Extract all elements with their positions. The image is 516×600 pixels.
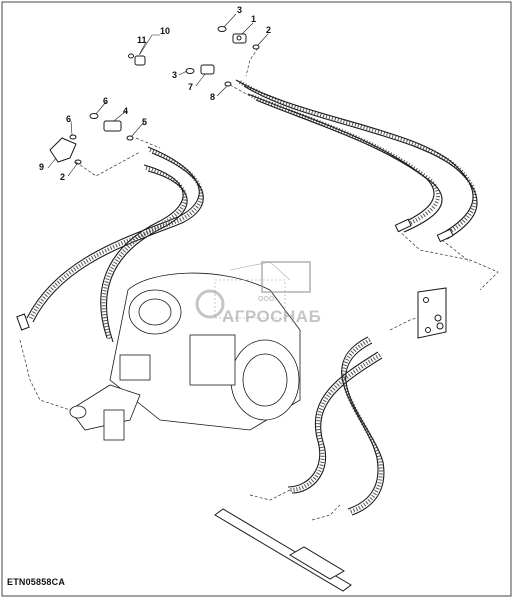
callout-11: 11 (137, 35, 147, 45)
hose-end-fitting-b (436, 228, 454, 243)
callout-3-top: 3 (237, 5, 242, 15)
hoses (16, 79, 478, 516)
o-ring-8 (224, 81, 232, 87)
callout-10: 10 (160, 26, 170, 36)
plug-11 (134, 55, 146, 66)
watermark-prefix: ООО (258, 296, 275, 303)
callout-2-left: 2 (60, 172, 65, 182)
o-ring-6-left (69, 134, 77, 140)
callout-1: 1 (251, 14, 256, 24)
hose-upper-right-2 (251, 94, 440, 230)
o-ring-2-top (252, 44, 260, 50)
hose-left-1 (28, 148, 204, 321)
hose-lower-1 (289, 353, 382, 492)
callout-labels: 3 1 2 10 11 3 7 8 6 4 5 6 9 2 (39, 5, 271, 182)
pump-assembly (69, 261, 301, 441)
callout-3-mid: 3 (172, 70, 177, 80)
watermark-brand: АГРОСНАБ (222, 307, 322, 326)
callout-2-top: 2 (266, 25, 271, 35)
callout-9: 9 (39, 162, 44, 172)
fitting-1-bore (236, 35, 242, 41)
leader-lines (47, 13, 269, 177)
watermark-logo (195, 261, 311, 319)
figure-reference-code: ETN05858CA (7, 577, 66, 587)
o-ring-11 (128, 53, 134, 59)
dashed-connections (19, 47, 499, 521)
fitting-7 (200, 64, 215, 75)
fitting-4 (103, 120, 122, 132)
hose-end-fitting-a (394, 218, 412, 233)
callout-8: 8 (210, 92, 215, 102)
callout-6-top: 6 (103, 96, 108, 106)
bracket-plate (417, 287, 447, 339)
hydraulic-cylinder (214, 508, 352, 592)
hose-upper-right-1 (238, 80, 477, 237)
o-ring-5 (126, 135, 134, 141)
callout-5: 5 (142, 117, 147, 127)
o-ring-3-top (217, 26, 227, 32)
callout-4: 4 (123, 106, 128, 116)
part-group-fittings (49, 26, 260, 165)
callout-6-left: 6 (66, 114, 71, 124)
elbow-9 (49, 137, 77, 163)
o-ring-6-mid (89, 113, 99, 119)
hose-end-fitting-c (16, 313, 30, 331)
o-ring-2-left (74, 159, 82, 165)
callout-7: 7 (188, 82, 193, 92)
o-ring-3-mid (185, 68, 195, 74)
